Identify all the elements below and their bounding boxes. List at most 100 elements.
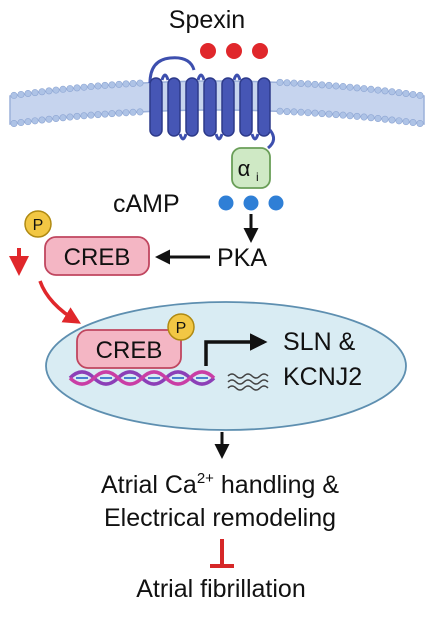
phospho-badge-nucleus <box>167 313 195 341</box>
lipid-head-inner <box>297 108 305 116</box>
g-alpha-i-box <box>231 147 271 189</box>
dna-helix <box>68 370 216 386</box>
lipid-head-outer <box>402 90 410 98</box>
spexin-dot <box>252 43 268 59</box>
lipid-head-outer <box>101 81 109 89</box>
lipid-head-outer <box>59 85 67 93</box>
receptor-helix <box>203 77 217 137</box>
lipid-head-inner <box>374 114 382 122</box>
lipid-head-outer <box>395 89 403 97</box>
pka-label: PKA <box>217 244 267 272</box>
lipid-head-inner <box>360 113 368 121</box>
lipid-head-outer <box>129 79 137 87</box>
inhibition-symbol <box>210 539 234 568</box>
lipid-head-inner <box>402 118 410 126</box>
creb-box <box>44 236 150 276</box>
receptor-helix <box>257 77 271 137</box>
lipid-head-inner <box>66 113 74 121</box>
lipid-head-inner <box>339 111 347 119</box>
lipid-head-inner <box>304 109 312 117</box>
camp-dot <box>268 195 284 211</box>
lipid-head-outer <box>73 84 81 92</box>
lipid-head-inner <box>80 112 88 120</box>
lipid-head-inner <box>94 111 102 119</box>
receptor-extracellular-loops <box>160 73 242 81</box>
phospho-label: P <box>33 217 44 234</box>
lipid-head-outer <box>80 83 88 91</box>
lipid-head-inner <box>38 116 46 124</box>
target-genes-line2: KCNJ2 <box>283 363 362 391</box>
lipid-head-outer <box>353 84 361 92</box>
phospho-nucleus-label: P <box>176 320 187 337</box>
lipid-head-outer <box>283 79 291 87</box>
creb-translocation-arrow <box>38 280 82 324</box>
lipid-head-outer <box>346 83 354 91</box>
lipid-head-outer <box>311 80 319 88</box>
mrna-line <box>227 373 269 379</box>
lipid-head-inner <box>24 118 32 126</box>
mrna-transcripts <box>227 373 269 391</box>
receptor-helix <box>149 77 163 137</box>
lipid-head-outer <box>276 78 284 86</box>
receptor-helix <box>167 77 181 137</box>
lipid-head-outer <box>108 81 116 89</box>
spexin-peptide-dots <box>200 43 268 59</box>
target-genes-line1: SLN & <box>283 328 356 356</box>
lipid-head-inner <box>101 110 109 118</box>
lipid-head-outer <box>38 88 46 96</box>
spexin-dot <box>226 43 242 59</box>
lipid-head-inner <box>136 108 144 116</box>
lipid-head-inner <box>129 108 137 116</box>
transcription-arrow <box>204 333 268 366</box>
lipid-head-outer <box>66 85 74 93</box>
atrial-fibrillation-label: Atrial fibrillation <box>136 575 306 603</box>
lipid-head-inner <box>122 109 130 117</box>
lipid-head-inner <box>283 108 291 116</box>
lipid-head-inner <box>381 115 389 123</box>
lipid-head-outer <box>339 83 347 91</box>
lipid-head-inner <box>416 119 424 127</box>
lipid-head-outer <box>409 90 417 98</box>
lipid-head-outer <box>304 80 312 88</box>
lipid-head-inner <box>73 112 81 120</box>
lipid-head-outer <box>381 87 389 95</box>
lipid-head-outer <box>290 79 298 87</box>
g-alpha-subscript: i <box>256 170 259 184</box>
lipid-head-inner <box>325 110 333 118</box>
receptor-helix <box>239 77 253 137</box>
lipid-head-outer <box>360 85 368 93</box>
lipid-head-inner <box>318 110 326 118</box>
lipid-head-outer <box>122 80 130 88</box>
creb-nucleus-box <box>76 329 182 369</box>
lipid-head-outer <box>45 87 53 95</box>
lipid-head-inner <box>332 111 340 119</box>
g-alpha-label: α <box>238 156 251 181</box>
outcome-line2: Electrical remodeling <box>104 504 336 532</box>
mrna-line <box>227 379 269 385</box>
creb-label: CREB <box>64 244 131 271</box>
lipid-head-outer <box>10 91 18 99</box>
lipid-head-inner <box>87 111 95 119</box>
lipid-head-inner <box>311 109 319 117</box>
receptor-helix <box>221 77 235 137</box>
lipid-head-inner <box>59 114 67 122</box>
lipid-heads <box>10 78 424 127</box>
lipid-head-inner <box>353 112 361 120</box>
lipid-head-inner <box>115 109 123 117</box>
lipid-head-outer <box>332 82 340 90</box>
receptor-intracellular-loops <box>178 133 260 141</box>
lipid-head-inner <box>31 117 39 125</box>
camp-label: cAMP <box>113 190 180 218</box>
creb-nucleus: CREB P <box>76 313 195 369</box>
lipid-head-outer <box>87 83 95 91</box>
lipid-head-inner <box>17 119 25 127</box>
lipid-head-inner <box>108 110 116 118</box>
lipid-head-outer <box>94 82 102 90</box>
lipid-head-inner <box>10 119 18 127</box>
lipid-head-inner <box>409 119 417 127</box>
lipid-head-outer <box>24 90 32 98</box>
lipid-head-inner <box>346 112 354 120</box>
lipid-head-inner <box>52 114 60 122</box>
receptor-c-terminus <box>267 129 275 150</box>
dna-strand-2 <box>68 370 216 386</box>
